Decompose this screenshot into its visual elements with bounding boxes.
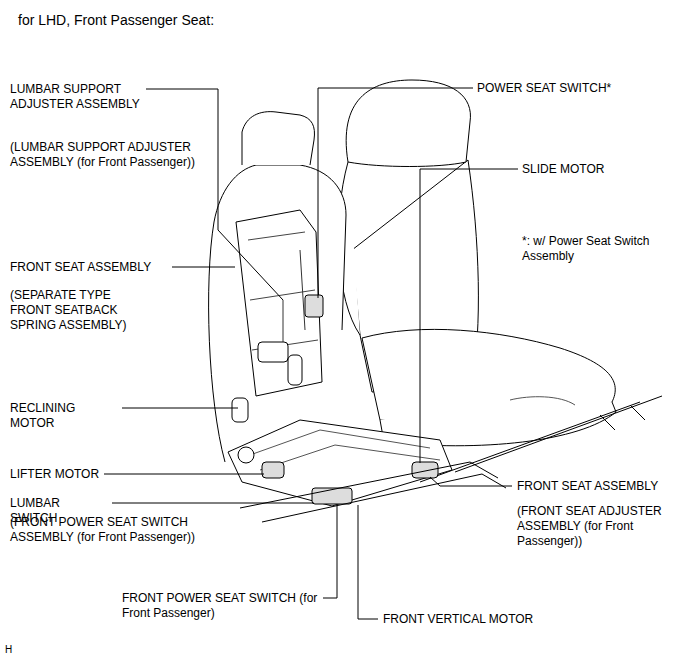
seat-left-frame (209, 112, 506, 522)
part-label: FRONT SEAT ASSEMBLY (10, 260, 170, 275)
figure-code: H (5, 642, 25, 657)
part-label: (SEPARATE TYPE FRONT SEATBACK SPRING ASS… (10, 288, 148, 333)
part-label: (FRONT POWER SEAT SWITCH ASSEMBLY (for F… (10, 515, 235, 545)
part-label: FRONT VERTICAL MOTOR (383, 612, 563, 627)
part-label: SLIDE MOTOR (522, 162, 642, 177)
part-label: (FRONT SEAT ADJUSTER ASSEMBLY (for Front… (517, 504, 687, 549)
part-label: POWER SEAT SWITCH* (477, 81, 637, 96)
seat-right (338, 80, 662, 482)
part-label: FRONT SEAT ASSEMBLY (517, 479, 687, 494)
part-label: (LUMBAR SUPPORT ADJUSTER ASSEMBLY (for F… (10, 140, 235, 170)
part-label: LUMBAR SUPPORT ADJUSTER ASSEMBLY (10, 82, 150, 112)
footnote: *: w/ Power Seat Switch Assembly (522, 234, 682, 264)
part-label: FRONT POWER SEAT SWITCH (for Front Passe… (122, 591, 318, 621)
part-label: LIFTER MOTOR (10, 467, 104, 482)
diagram-title: for LHD, Front Passenger Seat: (18, 12, 214, 29)
part-label: RECLINING MOTOR (10, 401, 122, 431)
